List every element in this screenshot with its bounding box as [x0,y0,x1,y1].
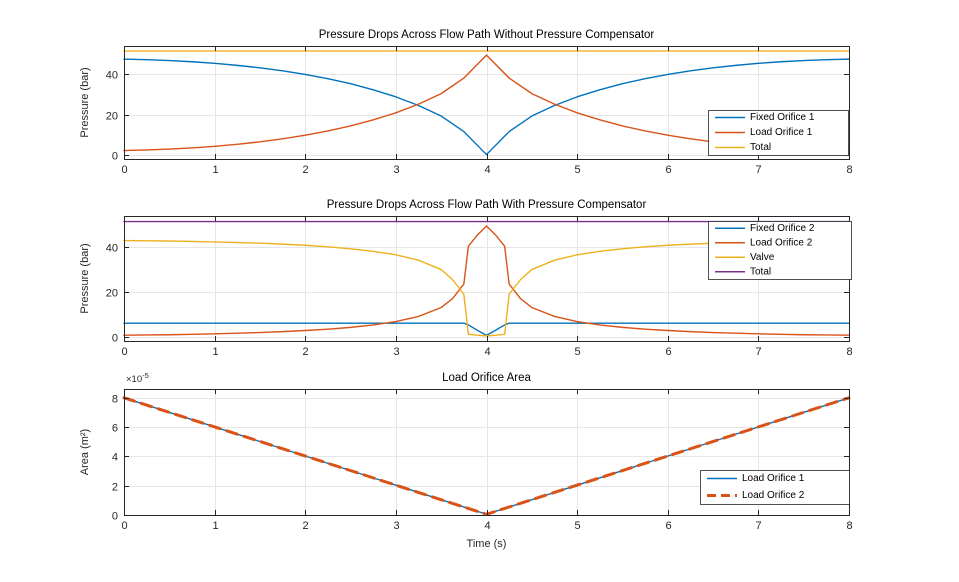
x-tick-label: 7 [755,520,761,532]
legend-label: Fixed Orifice 2 [750,223,815,234]
y-tick-label: 4 [112,452,118,464]
y-axis-label: Pressure (bar) [79,67,91,137]
y-axis-label: Pressure (bar) [79,243,91,313]
legend-label: Load Orifice 2 [742,490,805,501]
subplot-1: 0 1 2 3 4 5 6 7 8 0 20 40 Pressure Drops Across Flow… [79,29,853,176]
x-tick-label: 4 [484,520,490,532]
x-tick-label: 1 [212,346,218,358]
x-tick-label: 2 [302,164,308,176]
y-tick-label: 40 [106,70,118,82]
x-tick-label: 4 [484,164,490,176]
legend-subplot-3[interactable]: Load Orifice 1 Load Orifice 2 [700,470,850,505]
x-tick-label: 2 [302,520,308,532]
y-tick-label: 20 [106,111,118,123]
x-tick-label: 6 [665,520,671,532]
y-tick-label: 6 [112,423,118,435]
x-tick-label: 6 [665,346,671,358]
x-tick-label: 3 [393,520,399,532]
x-tick-label: 5 [574,520,580,532]
legend-subplot-1[interactable]: Fixed Orifice 1 Load Orifice 1 Total [708,110,849,156]
y-tick-label: 8 [112,394,118,406]
x-tick-label: 3 [393,346,399,358]
legend-label: Total [750,142,771,153]
legend-box [708,221,852,280]
data-series-valve [123,239,850,337]
x-tick-label: 7 [755,164,761,176]
x-axis-label: Time (s) [467,538,507,550]
legend-box [700,470,850,505]
y-tick-label: 0 [112,333,118,345]
legend-label: Load Orifice 1 [742,473,805,484]
data-series-fixed-orifice-1 [123,58,850,156]
x-tick-label: 4 [484,346,490,358]
y-tick-label: 0 [112,151,118,163]
x-tick-label: 2 [302,346,308,358]
y-tick-label: 40 [106,243,118,255]
x-tick-label: 5 [574,346,580,358]
axes-title: Pressure Drops Across Flow Path With Pre… [327,199,647,211]
x-tick-label: 0 [121,346,127,358]
y-axis-label: Area (m²) [79,429,91,475]
legend-label: Load Orifice 2 [750,237,813,248]
y-axis-exponent: ×10-5 [126,371,149,386]
data-series-load-orifice-2 [122,396,851,516]
axes-title: Pressure Drops Across Flow Path Without … [319,29,655,41]
x-tick-label: 6 [665,164,671,176]
data-series-load-orifice-2 [123,225,850,336]
x-tick-label: 1 [212,520,218,532]
legend-label: Load Orifice 1 [750,127,813,138]
x-tick-label: 8 [846,520,852,532]
legend-label: Valve [750,252,775,263]
x-tick-label: 0 [121,520,127,532]
x-tick-label: 0 [121,164,127,176]
y-tick-label: 0 [112,511,118,523]
x-tick-label: 7 [755,346,761,358]
y-tick-label: 20 [106,288,118,300]
subplot-2: 0 1 2 3 4 5 6 7 8 0 20 40 Pressure Drops Across Flow… [79,199,853,358]
x-tick-label: 5 [574,164,580,176]
axes-title: Load Orifice Area [442,372,531,384]
x-tick-label: 8 [846,346,852,358]
x-tick-label: 3 [393,164,399,176]
x-tick-label: 1 [212,164,218,176]
legend-label: Total [750,266,771,277]
x-tick-label: 8 [846,164,852,176]
legend-label: Fixed Orifice 1 [750,112,815,123]
y-tick-label: 2 [112,482,118,494]
